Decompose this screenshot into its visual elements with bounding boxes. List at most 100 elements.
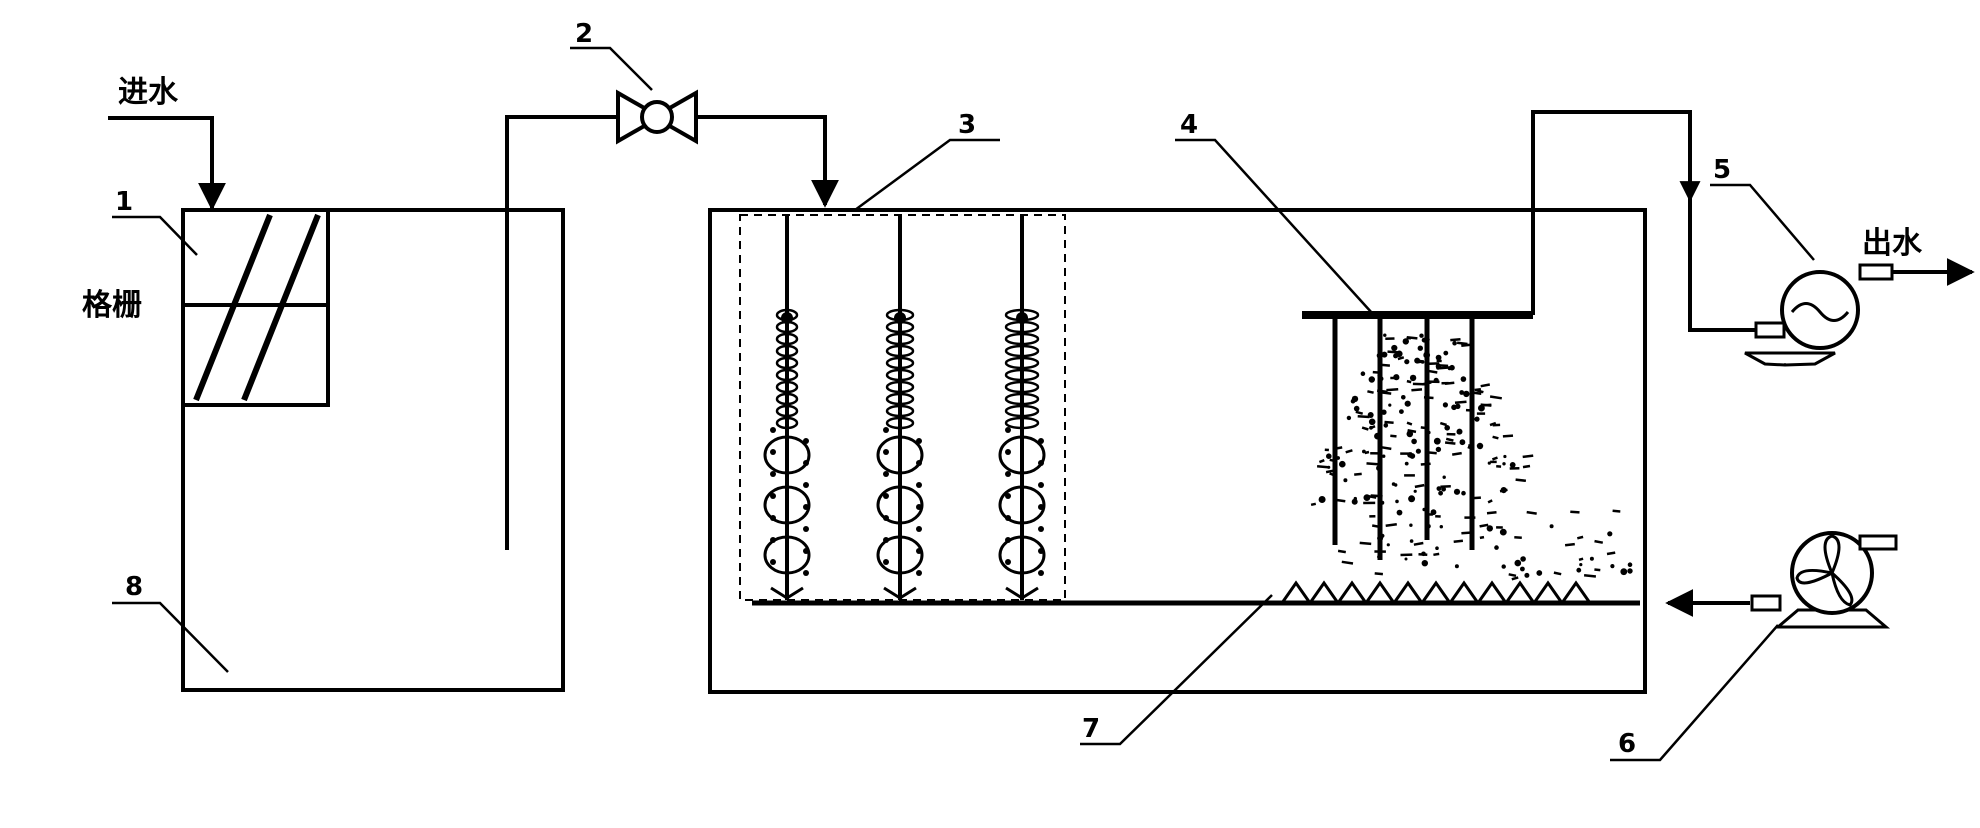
bubble (1443, 350, 1449, 356)
bubble (1420, 426, 1429, 430)
bubble (1335, 498, 1346, 503)
bubble (1336, 456, 1340, 460)
bubble (1442, 475, 1446, 479)
bubble (1411, 438, 1417, 445)
bubble (1489, 421, 1497, 427)
bubble (1316, 464, 1329, 469)
label-7: 7 (1082, 714, 1100, 744)
bubble (1384, 420, 1394, 425)
bubble (1511, 576, 1519, 581)
bubble (1454, 564, 1459, 569)
bubble (1421, 560, 1429, 567)
bubble (1441, 486, 1446, 492)
bubble (1515, 478, 1527, 483)
bubble (1380, 391, 1392, 395)
bubble (1467, 445, 1473, 450)
bubble (1423, 351, 1431, 359)
bubble (1353, 405, 1360, 412)
bubble (1419, 333, 1424, 338)
bubble (1406, 379, 1412, 384)
bubble (1386, 387, 1399, 392)
bubble (1335, 446, 1343, 450)
bubble (1376, 352, 1383, 359)
bubble (1576, 567, 1582, 573)
bubble (1487, 461, 1491, 465)
regulating-tank (181, 208, 565, 692)
bubble (1486, 525, 1494, 532)
bubble (1383, 423, 1389, 428)
bubble (1380, 445, 1392, 451)
bubble (1508, 573, 1517, 578)
bubble (1578, 557, 1584, 562)
bubble (1402, 338, 1410, 345)
bubble (1417, 345, 1424, 351)
bubble (1607, 531, 1613, 537)
bubble (1318, 496, 1326, 503)
bubble (1422, 507, 1426, 512)
bubble (1461, 343, 1472, 347)
bubble (1436, 486, 1442, 491)
bubble (1346, 415, 1352, 421)
bubble (1438, 490, 1443, 496)
bubble (1351, 498, 1358, 505)
bubble (1470, 496, 1481, 500)
bubble (1549, 524, 1554, 529)
bubble (1594, 568, 1601, 572)
bubble (1606, 551, 1616, 556)
bubble (1376, 465, 1383, 472)
bubble (1388, 403, 1392, 407)
bubble (1442, 402, 1448, 408)
aeration-pipe (752, 580, 1640, 606)
bubble (1409, 374, 1417, 382)
bubble (1361, 426, 1369, 431)
bubble (1409, 523, 1413, 527)
bubble (1420, 462, 1431, 466)
bubble (1372, 370, 1382, 375)
bubble (1411, 388, 1423, 392)
bubble (1439, 421, 1447, 427)
bubble (1345, 449, 1353, 454)
bubble (1499, 488, 1508, 493)
bubble (1526, 510, 1537, 515)
bubble (1369, 425, 1373, 430)
bubble (1387, 350, 1400, 354)
bubble (1390, 434, 1397, 438)
bubble (1404, 400, 1411, 407)
bubble (1453, 539, 1464, 543)
bubble (1439, 366, 1451, 370)
bubble (1380, 500, 1385, 505)
bubble (1449, 364, 1455, 371)
bubble (1433, 377, 1439, 383)
bubble (1413, 541, 1424, 546)
bubble (1353, 496, 1358, 501)
packing-string (763, 215, 811, 600)
outlet-label: 出水 (1862, 226, 1923, 261)
bubble (1459, 439, 1466, 446)
blower-6 (1750, 531, 1898, 629)
bubble (1501, 564, 1506, 569)
bubble (1514, 559, 1522, 567)
bubble (1420, 360, 1425, 364)
bubble (1409, 539, 1414, 543)
bubble (1406, 421, 1413, 426)
bubble (1386, 543, 1390, 547)
bubble (1355, 410, 1364, 415)
valve-2 (616, 89, 698, 145)
bubble (1357, 414, 1370, 419)
reactor-tank (708, 208, 1647, 694)
bubble (1310, 502, 1317, 507)
inlet-pipe (108, 116, 226, 211)
bubble (1381, 409, 1387, 415)
bubble (1368, 376, 1376, 383)
bubble (1367, 412, 1374, 418)
bubble (1327, 465, 1331, 469)
bubble (1399, 409, 1404, 414)
bubble (1577, 535, 1584, 540)
bubble (1491, 456, 1498, 461)
bubble (1427, 430, 1431, 435)
bubble (1502, 434, 1514, 438)
bubble (1382, 454, 1386, 458)
bubble (1463, 390, 1470, 398)
bubble (1377, 554, 1382, 559)
bubble (1423, 396, 1434, 400)
